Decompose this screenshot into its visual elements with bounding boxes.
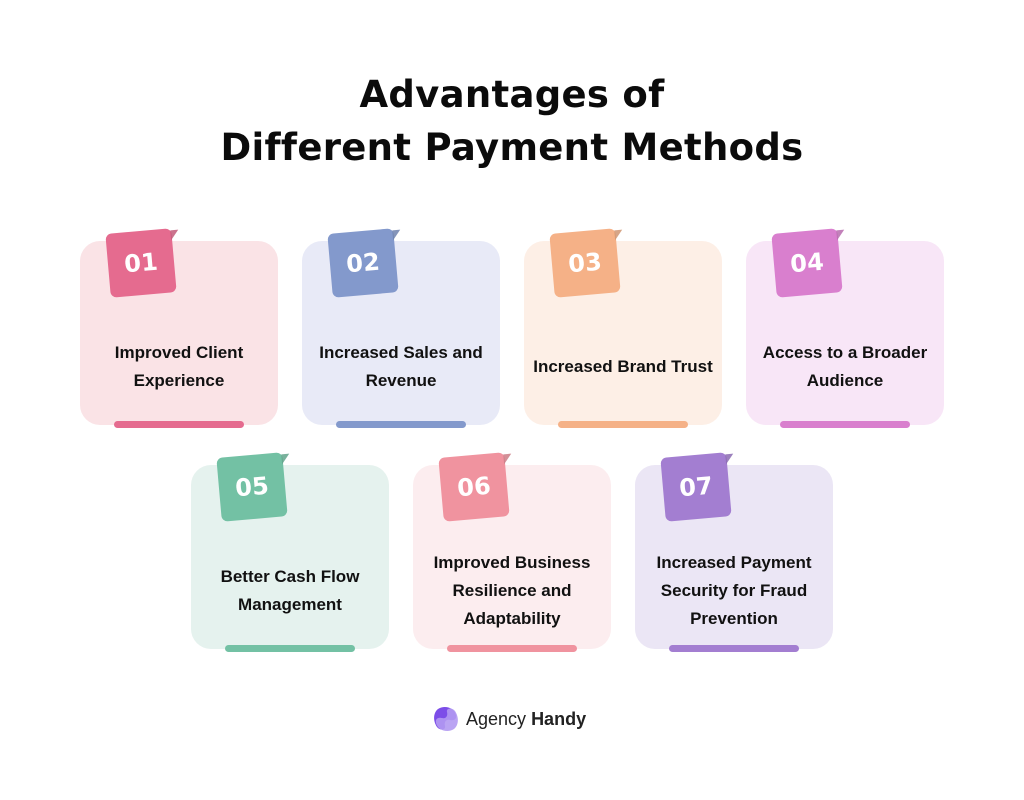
advantage-card-07: 07 Increased Payment Security for Fraud … <box>635 452 833 652</box>
title-line-2: Different Payment Methods <box>220 126 804 169</box>
brand-regular: Agency <box>466 708 527 729</box>
advantage-card-02: 02 Increased Sales and Revenue <box>302 228 500 428</box>
badge-number: 02 <box>345 247 381 279</box>
advantage-card-01: 01 Improved Client Experience <box>80 228 278 428</box>
fold-corner <box>614 229 624 241</box>
number-badge: 03 <box>549 228 624 298</box>
brand-bold: Handy <box>531 708 587 729</box>
agency-handy-logo: Agency Handy <box>432 704 586 734</box>
card-label: Increased Brand Trust <box>533 357 713 376</box>
card-label: Access to a Broader Audience <box>762 343 928 390</box>
card-label: Improved Client Experience <box>114 343 244 390</box>
badge-number: 06 <box>456 471 492 503</box>
card-label: Increased Payment Security for Fraud Pre… <box>656 553 812 628</box>
badge-number: 04 <box>789 247 825 279</box>
number-badge: 05 <box>216 452 291 522</box>
page-title: Advantages of Different Payment Methods <box>0 68 1024 174</box>
accent-bar <box>780 421 910 428</box>
fold-corner <box>836 229 846 241</box>
fold-corner <box>170 229 180 241</box>
accent-bar <box>114 421 244 428</box>
card-label: Better Cash Flow Management <box>220 567 360 614</box>
brand-name: Agency Handy <box>466 709 586 730</box>
accent-bar <box>558 421 688 428</box>
advantage-card-05: 05 Better Cash Flow Management <box>191 452 389 652</box>
fold-corner <box>503 453 513 465</box>
badge-number: 03 <box>567 247 603 279</box>
accent-bar <box>336 421 466 428</box>
fold-corner <box>281 453 291 465</box>
advantage-card-06: 06 Improved Business Resilience and Adap… <box>413 452 611 652</box>
number-badge: 06 <box>438 452 513 522</box>
number-badge: 07 <box>660 452 735 522</box>
number-badge: 04 <box>771 228 846 298</box>
fold-corner <box>392 229 402 241</box>
fold-corner <box>725 453 735 465</box>
title-line-1: Advantages of <box>359 73 665 116</box>
advantage-card-04: 04 Access to a Broader Audience <box>746 228 944 428</box>
badge-number: 05 <box>234 471 270 503</box>
badge-number: 07 <box>678 471 714 503</box>
accent-bar <box>447 645 577 652</box>
accent-bar <box>225 645 355 652</box>
agency-handy-logo-icon <box>434 707 458 731</box>
card-label: Improved Business Resilience and Adaptab… <box>433 553 591 628</box>
number-badge: 02 <box>327 228 402 298</box>
badge-number: 01 <box>123 247 159 279</box>
accent-bar <box>669 645 799 652</box>
number-badge: 01 <box>105 228 180 298</box>
card-label: Increased Sales and Revenue <box>319 343 483 390</box>
advantage-card-03: 03 Increased Brand Trust <box>524 228 722 428</box>
